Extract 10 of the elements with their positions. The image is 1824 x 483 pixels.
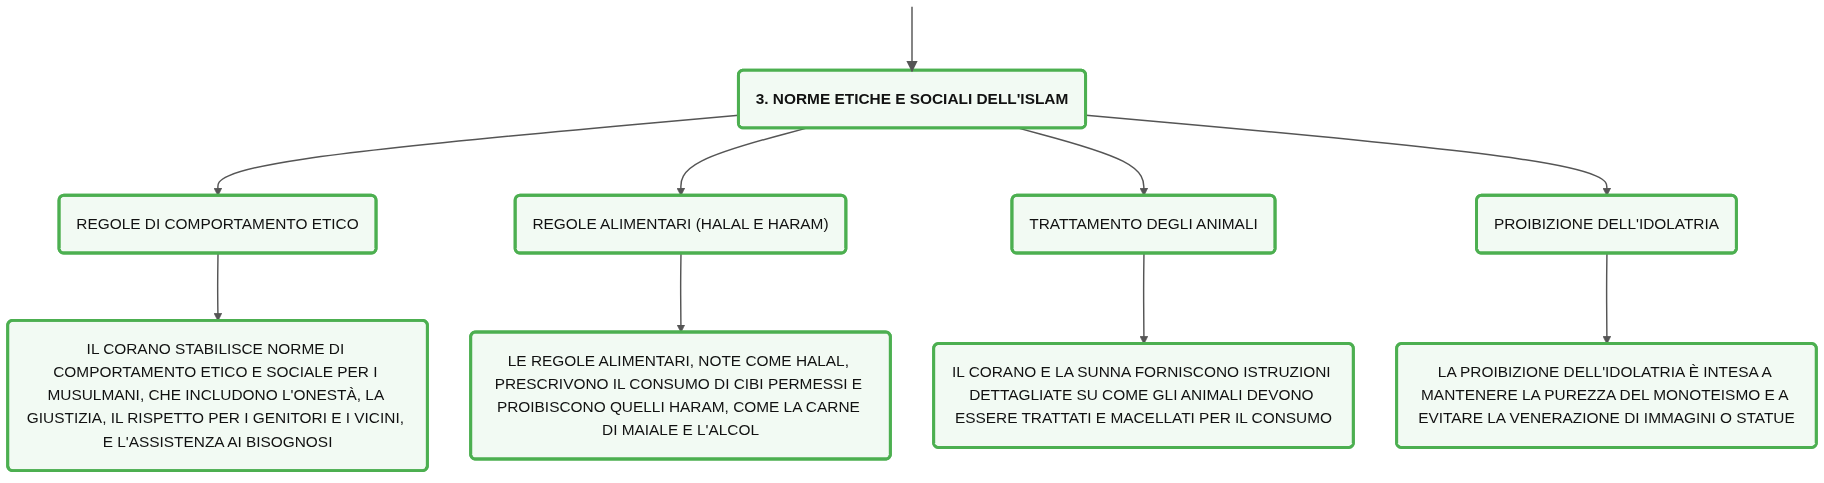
topic-box: REGOLE ALIMENTARI (HALAL E HARAM) bbox=[513, 193, 848, 255]
arrow bbox=[906, 5, 918, 73]
topic-box: TRATTAMENTO DEGLI ANIMALI bbox=[1010, 193, 1277, 255]
topic-box: REGOLE DI COMPORTAMENTO ETICO bbox=[57, 193, 378, 255]
topic-box: IL CORANO STABILISCE NORME DI COMPORTAMENTO ETICO E SOCIALE PER I MUSULMANI, CHE INCLUDONO L'ONESTÀ, LA GIUSTIZIA, IL RISPETTO PER I GENITORI E I VICINI, E L'ASSISTENZA AI BISOGNOSI bbox=[6, 319, 429, 473]
topic-box: LE REGOLE ALIMENTARI, NOTE COME HALAL, PRESCRIVONO IL CONSUMO DI CIBI PERMESSI E PROIBISCONO QUELLI HARAM, COME LA CARNE DI MAIALE E L'ALCOL bbox=[469, 330, 892, 461]
topic-box: PROIBIZIONE DELL'IDOLATRIA bbox=[1475, 193, 1738, 255]
topic-box: IL CORANO E LA SUNNA FORNISCONO ISTRUZIONI DETTAGLIATE SU COME GLI ANIMALI DEVONO ESSERE TRATTATI E MACELLATI PER IL CONSUMO bbox=[932, 342, 1355, 449]
topic-box: 3. NORME ETICHE E SOCIALI DELL'ISLAM bbox=[736, 68, 1088, 130]
topic-box: LA PROIBIZIONE DELL'IDOLATRIA È INTESA A MANTENERE LA PUREZZA DEL MONOTEISMO E A EVITARE LA VENERAZIONE DI IMMAGINI O STATUE bbox=[1395, 342, 1818, 449]
